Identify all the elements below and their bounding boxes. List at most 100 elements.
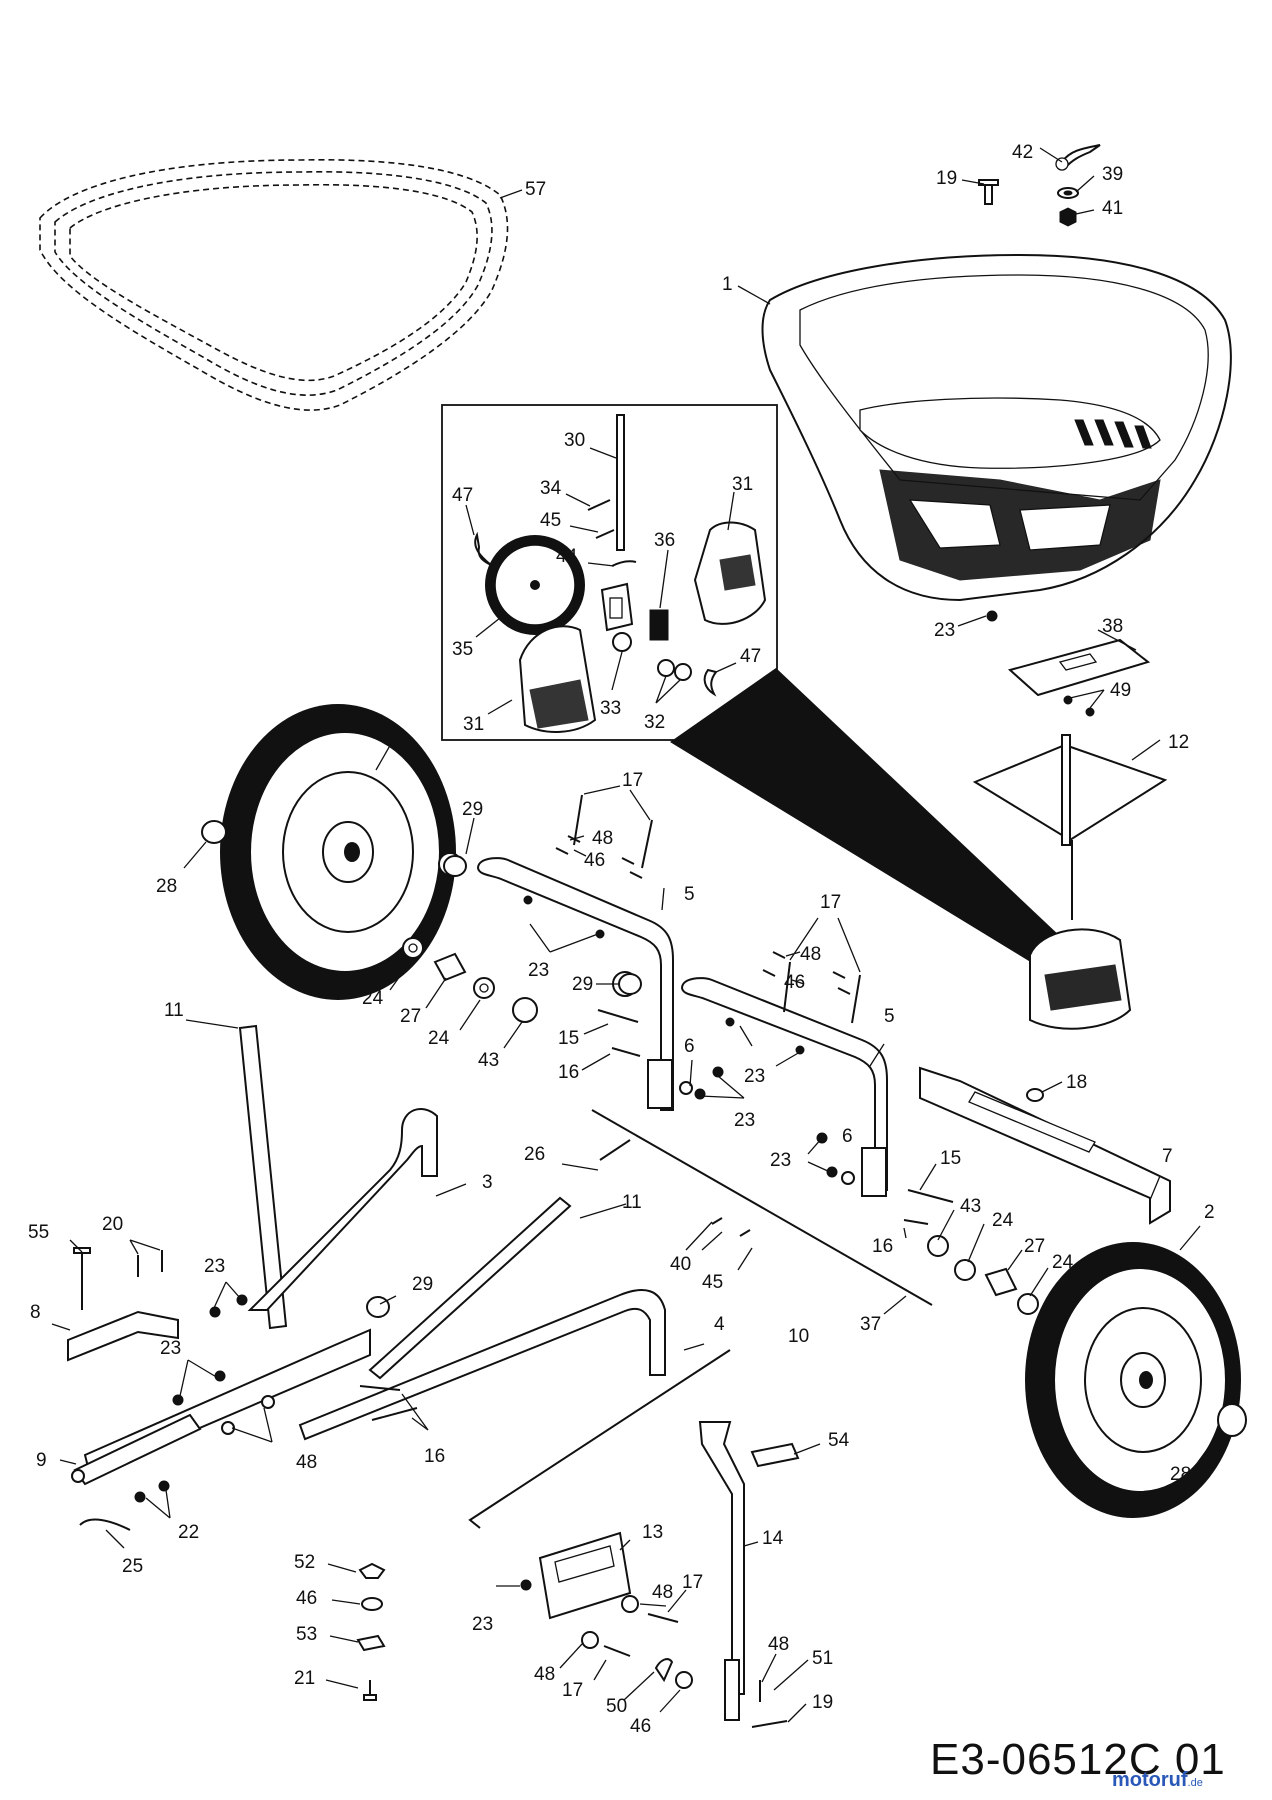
callout-46: 46: [296, 1588, 317, 1609]
bushings: [366, 855, 642, 1318]
callout-47: 47: [452, 485, 473, 506]
leader-lines: [51, 147, 1221, 1723]
wheel-left: [201, 704, 456, 1000]
callout-47: 47: [740, 646, 761, 667]
hopper: [761, 253, 1232, 602]
callout-35: 35: [452, 639, 473, 660]
callout-19: 19: [936, 168, 957, 189]
callout-34: 34: [540, 478, 562, 499]
callout-37: 37: [860, 1314, 881, 1335]
upper-bolts: [555, 794, 861, 1185]
callout-28: 28: [156, 876, 177, 897]
callout-17: 17: [682, 1572, 703, 1593]
top-hardware: [978, 144, 1101, 227]
callout-23: 23: [528, 960, 549, 981]
callout-23: 23: [934, 620, 955, 641]
callout-43: 43: [478, 1050, 499, 1071]
callout-24: 24: [362, 988, 384, 1009]
callout-42: 42: [1012, 142, 1033, 163]
callout-40: 40: [670, 1254, 691, 1275]
callout-46: 46: [784, 972, 805, 993]
callout-11: 11: [622, 1192, 642, 1213]
lower-frame: [71, 1108, 666, 1486]
callout-29: 29: [462, 799, 483, 820]
diagram-code: E3-06512C 01: [930, 1735, 1226, 1784]
callout-6: 6: [842, 1126, 853, 1147]
callout-27: 27: [1024, 1236, 1045, 1257]
callout-15: 15: [940, 1148, 961, 1169]
callout-43: 43: [960, 1196, 981, 1217]
callout-24: 24: [1052, 1252, 1074, 1273]
callout-16: 16: [424, 1446, 445, 1467]
callout-48: 48: [592, 828, 613, 849]
control-lever: [698, 1421, 800, 1721]
upper-handle-right: [680, 977, 888, 1197]
site-watermark: motoruf.de: [1112, 1768, 1203, 1792]
stays: [238, 1024, 572, 1380]
callout-51: 51: [812, 1648, 833, 1669]
upper-handle-left: [476, 857, 674, 1111]
callout-53: 53: [296, 1624, 317, 1645]
callout-26: 26: [524, 1144, 545, 1165]
callout-27: 27: [400, 1006, 421, 1027]
callout-31: 31: [732, 474, 753, 495]
callout-55: 55: [28, 1222, 49, 1243]
callout-38: 38: [1102, 616, 1123, 637]
callout-23: 23: [770, 1150, 791, 1171]
axle-hardware-right: [903, 1189, 1039, 1315]
callout-12: 12: [1168, 732, 1189, 753]
callout-11: 11: [164, 1000, 184, 1021]
callout-23: 23: [204, 1256, 225, 1277]
watermark-text: motoruf: [1112, 1769, 1188, 1791]
callout-48: 48: [800, 944, 821, 965]
lever-bracket: [520, 1531, 632, 1620]
callout-18: 18: [1066, 1072, 1087, 1093]
watermark-tld: .de: [1187, 1777, 1203, 1789]
wheel-right: [1025, 1242, 1247, 1518]
callout-48: 48: [296, 1452, 317, 1473]
callout-5: 5: [884, 1006, 895, 1027]
callout-23: 23: [160, 1338, 181, 1359]
callout-29: 29: [572, 974, 593, 995]
lower-hardware: [356, 1562, 788, 1728]
callout-32: 32: [644, 712, 665, 733]
callout-13: 13: [642, 1522, 663, 1543]
callout-5: 5: [684, 884, 695, 905]
callout-14: 14: [762, 1528, 784, 1549]
callout-46: 46: [584, 850, 605, 871]
callout-31: 31: [463, 714, 484, 735]
callout-3: 3: [482, 1172, 493, 1193]
callout-15: 15: [558, 1028, 579, 1049]
callout-48: 48: [652, 1582, 673, 1603]
callout-7: 7: [1162, 1146, 1173, 1167]
gearbox-inset: [441, 404, 778, 741]
callout-57: 57: [525, 179, 546, 200]
callout-2: 2: [1204, 1202, 1215, 1223]
hopper-cover-outline: [39, 158, 509, 411]
control-rod: [221, 1349, 731, 1529]
callout-49: 49: [1110, 680, 1131, 701]
callout-labels: 57 42 19 39 41 1 30 31 34 47 45 36 44 35…: [28, 142, 1215, 1737]
callout-8: 8: [30, 1302, 41, 1323]
callout-21: 21: [294, 1668, 315, 1689]
callout-19: 19: [812, 1692, 833, 1713]
callout-23: 23: [472, 1614, 493, 1635]
callout-22: 22: [178, 1522, 199, 1543]
callout-48: 48: [768, 1634, 789, 1655]
callout-17: 17: [820, 892, 841, 913]
callout-20: 20: [102, 1214, 123, 1235]
callout-2: 2: [390, 729, 401, 750]
callout-50: 50: [606, 1696, 627, 1717]
callout-39: 39: [1102, 164, 1123, 185]
callout-54: 54: [828, 1430, 850, 1451]
callout-23: 23: [744, 1066, 765, 1087]
callout-17: 17: [622, 770, 643, 791]
callout-45: 45: [540, 510, 561, 531]
callout-36: 36: [654, 530, 675, 551]
callout-44: 44: [556, 546, 578, 567]
detail-pointer: [670, 668, 1080, 980]
callout-17: 17: [562, 1680, 583, 1701]
callout-45: 45: [702, 1272, 723, 1293]
callout-29: 29: [412, 1274, 433, 1295]
